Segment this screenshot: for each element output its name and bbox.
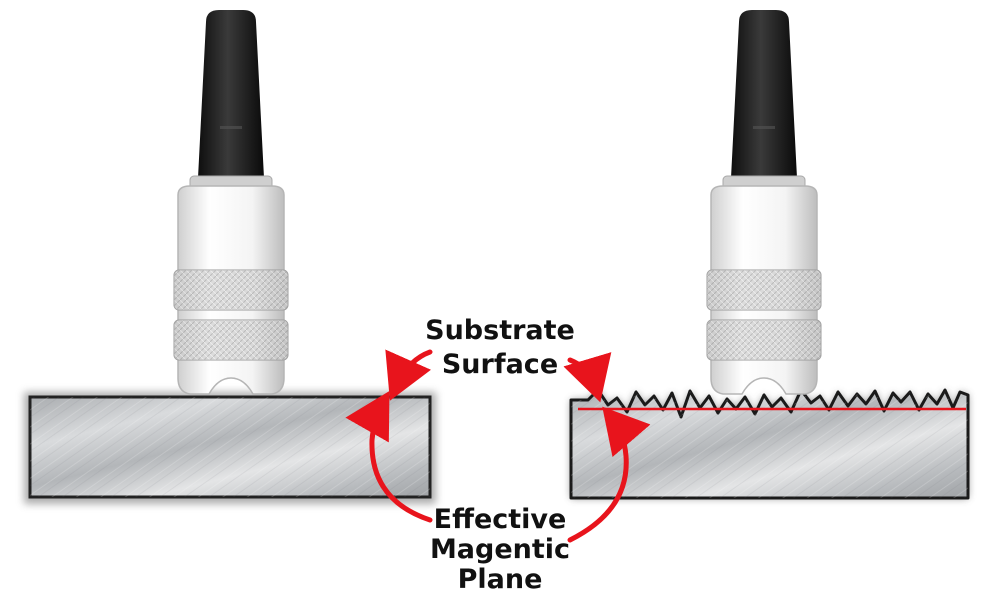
substrate-block-rough (569, 388, 970, 500)
gauge-probe-icon (706, 10, 822, 395)
arrow-plane-right (567, 406, 651, 543)
plane-label-line3: Plane (457, 564, 543, 595)
arrow-substrate-right (563, 352, 612, 403)
plane-label-line2: Magentic (429, 534, 571, 565)
substrate-label-line1: Substrate (425, 315, 575, 346)
probe-right (706, 10, 822, 395)
arrow-substrate-left (385, 349, 433, 401)
arrows (345, 349, 651, 543)
substrate-label-line2: Surface (441, 349, 559, 380)
arrow-plane-left (345, 390, 433, 523)
gauge-probe-icon (173, 10, 289, 395)
substrate-surface-label: Substrate Surface (420, 316, 580, 380)
effective-plane-label: Effective Magentic Plane (420, 505, 580, 595)
plane-label-line1: Effective (433, 504, 567, 535)
probe-left (173, 10, 289, 395)
